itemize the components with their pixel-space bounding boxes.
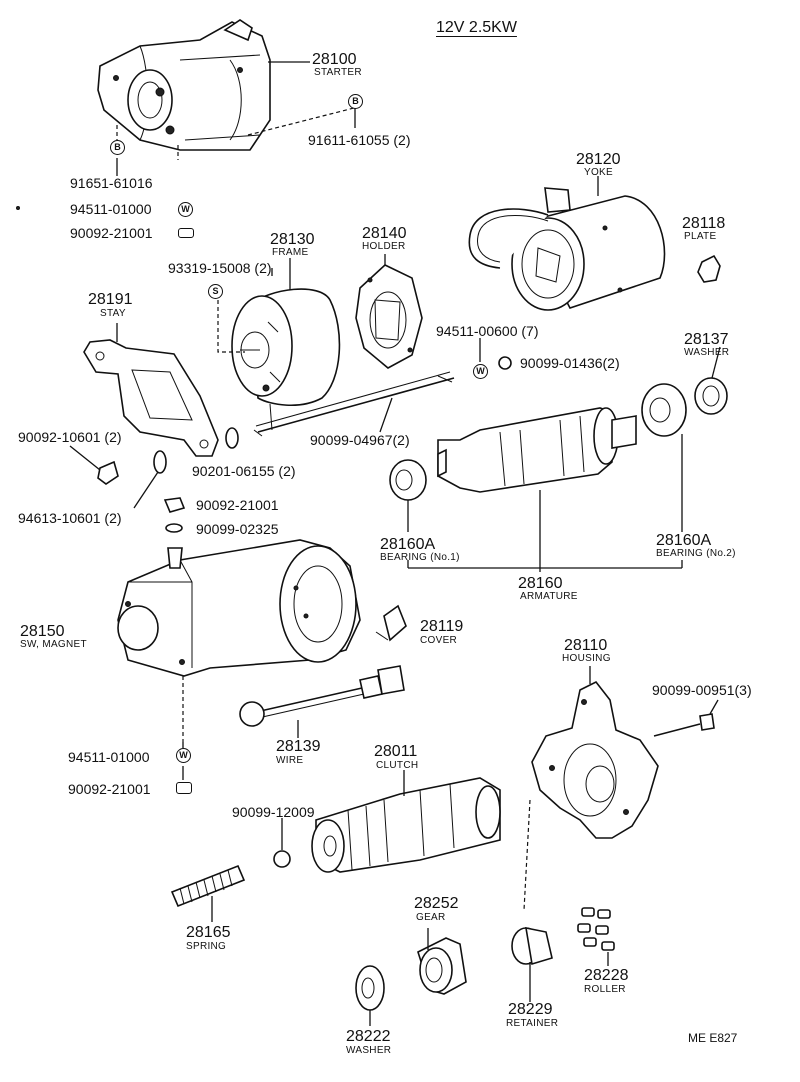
part-number-28137: 28137 (684, 331, 729, 348)
through-bolts-drawing (253, 371, 455, 437)
part-number-28229: 28229 (508, 1001, 553, 1018)
part-number-94511-01000-bottom: 94511-01000 (68, 749, 150, 765)
washer-28137-drawing (694, 377, 728, 415)
plate-drawing (697, 254, 721, 283)
part-number-28160a-no1: 28160A (380, 536, 436, 553)
bearing-no1-drawing (389, 459, 427, 501)
bearing-no2-drawing (641, 383, 687, 437)
nut-21001-mid-drawing (163, 497, 186, 513)
part-number-94511-00600: 94511-00600 (7) (436, 323, 539, 339)
part-number-90092-10601: 90092-10601 (2) (18, 429, 122, 445)
armature-drawing (437, 407, 637, 493)
part-number-90099-12009: 90099-12009 (232, 804, 315, 820)
part-name-plate: PLATE (684, 231, 717, 242)
part-number-90099-02325: 90099-02325 (196, 521, 279, 537)
part-number-90099-01436: 90099-01436(2) (520, 355, 620, 371)
part-number-90201-06155: 90201-06155 (2) (192, 463, 296, 479)
nut-icon (178, 228, 194, 238)
part-number-28139: 28139 (276, 738, 321, 755)
washer-94613-drawing (153, 450, 167, 474)
part-name-stay: STAY (100, 308, 126, 319)
cover-drawing (375, 604, 407, 642)
marker-w-icon: W (473, 364, 488, 379)
marker-b-icon: B (110, 140, 125, 155)
part-name-gear: GEAR (416, 912, 446, 923)
part-name-clutch: CLUTCH (376, 760, 419, 771)
part-name-holder: HOLDER (362, 241, 406, 252)
part-number-94511-01000-top: 94511-01000 (70, 201, 152, 217)
nut-icon (176, 782, 192, 794)
part-name-housing: HOUSING (562, 653, 611, 664)
yoke-drawing (468, 187, 666, 311)
part-number-28119: 28119 (420, 618, 464, 635)
part-name-sw-magnet: SW, MAGNET (20, 639, 87, 650)
marker-b-icon: B (348, 94, 363, 109)
part-number-28110: 28110 (564, 637, 608, 654)
wire-drawing (239, 665, 405, 727)
clutch-drawing (311, 777, 501, 873)
part-name-frame: FRAME (272, 247, 309, 258)
part-number-28165: 28165 (186, 924, 231, 941)
starter-assembly-drawing (97, 19, 271, 151)
marker-w-icon: W (178, 202, 193, 217)
part-number-90092-21001-mid: 90092-21001 (196, 497, 279, 513)
part-number-28160a-no2: 28160A (656, 532, 712, 549)
part-number-28118: 28118 (682, 215, 726, 232)
part-number-91611: 91611-61055 (2) (308, 132, 411, 148)
part-number-94613-10601: 94613-10601 (2) (18, 510, 122, 526)
part-name-retainer: RETAINER (506, 1018, 559, 1029)
part-number-28228: 28228 (584, 967, 629, 984)
marker-w-icon: W (176, 748, 191, 763)
part-number-93319: 93319-15008 (2) (168, 260, 272, 276)
part-name-bearing-no1: BEARING (No.1) (380, 552, 460, 563)
washer-02325-drawing (165, 523, 183, 533)
part-name-spring: SPRING (186, 941, 227, 952)
part-number-90092-21001-top: 90092-21001 (70, 225, 153, 241)
stay-drawing (83, 339, 219, 457)
part-number-28150: 28150 (20, 623, 65, 640)
marker-s-icon: S (208, 284, 223, 299)
washer-06155-drawing (225, 427, 239, 449)
rollers-drawing (577, 907, 615, 951)
part-name-bearing-no2: BEARING (No.2) (656, 548, 736, 559)
part-name-cover: COVER (420, 635, 458, 646)
diagram-code: ME E827 (688, 1031, 738, 1045)
part-name-wire: WIRE (276, 755, 304, 766)
diagram-title: 12V 2.5KW (436, 19, 517, 36)
part-number-90099-04967: 90099-04967(2) (310, 432, 410, 448)
part-name-washer-28222: WASHER (346, 1045, 392, 1056)
part-number-90092-21001-bottom: 90092-21001 (68, 781, 151, 797)
part-number-28130: 28130 (270, 231, 315, 248)
part-name-washer-28137: WASHER (684, 347, 730, 358)
retainer-drawing (511, 926, 553, 966)
part-number-91651: 91651-61016 (70, 175, 153, 191)
part-number-28100: 28100 (312, 51, 357, 68)
part-name-armature: ARMATURE (520, 591, 578, 602)
part-name-yoke: YOKE (584, 167, 613, 178)
spring-drawing (170, 864, 246, 908)
ball-drawing (273, 850, 291, 868)
housing-drawing (531, 680, 659, 839)
part-number-28252: 28252 (414, 895, 459, 912)
magnet-switch-drawing (117, 539, 361, 677)
part-name-starter: STARTER (314, 67, 362, 78)
gear-drawing (417, 937, 467, 995)
part-number-28160: 28160 (518, 575, 563, 592)
part-number-28222: 28222 (346, 1028, 391, 1045)
holder-drawing (355, 264, 423, 369)
part-number-28011: 28011 (374, 743, 418, 760)
housing-bolt-drawing (653, 713, 715, 737)
part-number-28140: 28140 (362, 225, 407, 242)
part-name-roller: ROLLER (584, 984, 626, 995)
part-number-28191: 28191 (88, 291, 133, 308)
nut-10601-drawing (97, 460, 119, 485)
frame-drawing (231, 288, 341, 407)
washer-01436-drawing (498, 356, 512, 370)
part-number-90099-00951: 90099-00951(3) (652, 682, 752, 698)
washer-28222-drawing (355, 965, 385, 1011)
part-number-28120: 28120 (576, 151, 621, 168)
